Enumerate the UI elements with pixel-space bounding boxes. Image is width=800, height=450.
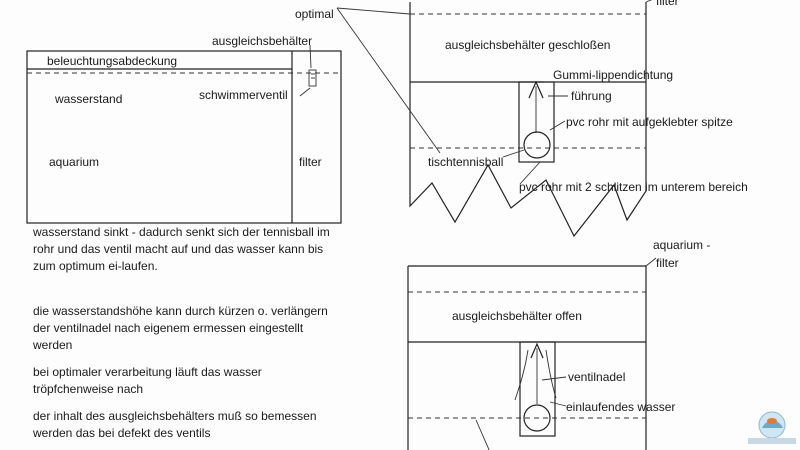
open-tank-diagram: aquarium - filter ausgleichsbehälter off…	[407, 238, 710, 450]
aquarium-label: aquarium	[49, 155, 99, 169]
ping-pong-ball-open	[523, 404, 551, 432]
aquarium-outline	[26, 50, 342, 224]
guide-label: führung	[571, 89, 612, 103]
cover-label: beleuchtungsabdeckung	[47, 54, 177, 68]
description-paragraph-3: bei optimaler verarbeitung läuft das was…	[33, 365, 262, 396]
filter-label-top: filter	[656, 0, 679, 8]
water-stream-right	[545, 349, 557, 399]
pipe-tip-open	[530, 342, 544, 359]
tank-leader	[309, 44, 312, 69]
filter-label: filter	[299, 155, 322, 169]
optimal-label: optimal	[295, 7, 334, 21]
valve-leader	[299, 87, 311, 97]
pvc-pipe-open	[519, 341, 556, 437]
seal-label: Gummi-lippendichtung	[553, 68, 673, 82]
inflow-leader	[549, 401, 567, 407]
tank-label: ausgleichsbehälter	[212, 34, 312, 48]
description-paragraph-2: die wasserstandshöhe kann durch kürzen o…	[33, 304, 328, 352]
pipe-tip	[528, 80, 544, 99]
closed-tank-outline	[409, 2, 647, 238]
aquarium-filter-label-2: filter	[656, 256, 679, 270]
ball-label: tischtennisball	[428, 155, 503, 169]
water-level-label: wasserstand	[54, 92, 122, 106]
slots-leader	[519, 161, 541, 185]
ball-leader	[502, 149, 525, 158]
optimal-leader	[336, 7, 441, 154]
pipe-slots-label: pvc rohr mit 2 schlitzen im unterem bere…	[519, 180, 748, 194]
float-valve-symbol	[308, 69, 317, 87]
open-tank-label: ausgleichsbehälter offen	[452, 309, 582, 323]
ping-pong-ball	[523, 131, 551, 159]
valve-label: schwimmerventil	[199, 88, 288, 102]
pipe-tip-leader	[549, 120, 566, 131]
closed-tank-diagram: optimal filter ausgleichsbehälter geschl…	[295, 0, 748, 238]
closed-tank-label: ausgleichsbehälter geschloßen	[445, 38, 610, 52]
needle-leader	[541, 376, 567, 381]
pipe-tip-label: pvc rohr mit aufgeklebter spitze	[566, 115, 733, 129]
site-logo	[748, 411, 796, 444]
inflow-label: einlaufendes wasser	[566, 400, 675, 414]
description-paragraph-4: der inhalt des ausgleichsbehälters muß s…	[33, 409, 317, 440]
aquarium-filter-label-1: aquarium -	[653, 238, 710, 252]
description-paragraph-1: wasserstand sinkt - dadurch senkt sich d…	[33, 225, 330, 273]
needle-label: ventilnadel	[568, 370, 625, 384]
aquarium-side-view: beleuchtungsabdeckung ausgleichsbehälter…	[26, 34, 342, 224]
water-stream-left	[514, 349, 529, 401]
